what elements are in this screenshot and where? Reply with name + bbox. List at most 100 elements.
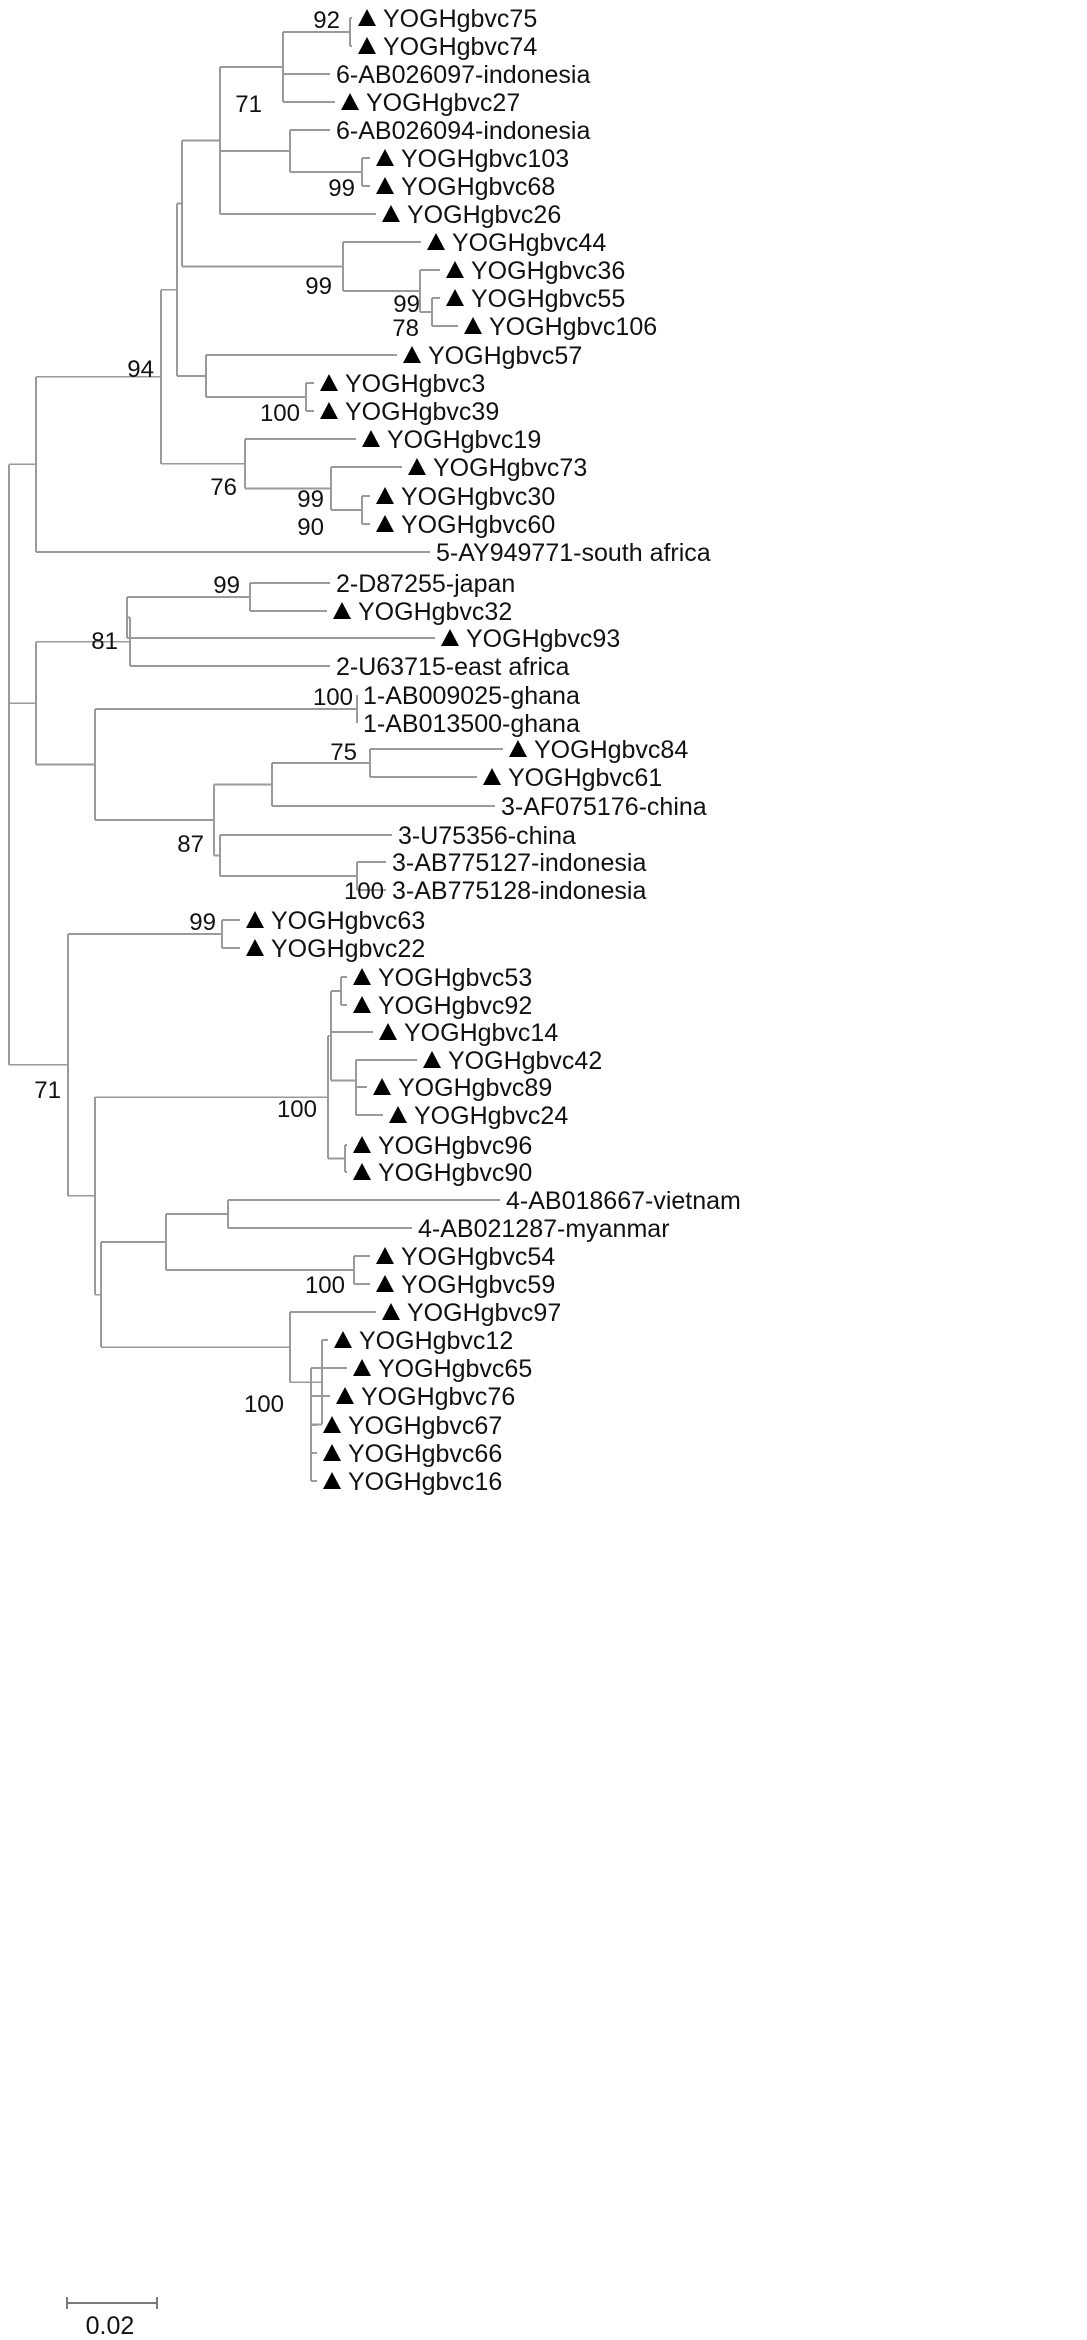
bootstrap-value: 100	[313, 684, 353, 711]
triangle-marker-icon	[353, 1136, 371, 1153]
triangle-marker-icon	[353, 1163, 371, 1180]
triangle-marker-icon	[323, 1472, 341, 1489]
leaf-label: YOGHgbvc53	[378, 964, 532, 992]
bootstrap-value: 99	[189, 909, 216, 936]
leaf-label: YOGHgbvc84	[534, 736, 688, 764]
triangle-marker-icon	[446, 289, 464, 306]
leaf-label: YOGHgbvc97	[407, 1299, 561, 1327]
leaf-label: YOGHgbvc90	[378, 1159, 532, 1187]
triangle-marker-icon	[320, 374, 338, 391]
tree-leaves: YOGHgbvc75YOGHgbvc746-AB026097-indonesia…	[246, 5, 741, 1496]
leaf-label: 1-AB013500-ghana	[363, 710, 580, 738]
bootstrap-value: 94	[127, 356, 154, 383]
bootstrap-value: 75	[330, 739, 357, 766]
leaf-label: YOGHgbvc42	[448, 1047, 602, 1075]
leaf-label: YOGHgbvc106	[489, 313, 657, 341]
leaf-label: YOGHgbvc32	[358, 598, 512, 626]
leaf-label: YOGHgbvc63	[271, 907, 425, 935]
tree-branches	[8, 17, 503, 1482]
leaf-label: YOGHgbvc19	[387, 426, 541, 454]
triangle-marker-icon	[376, 487, 394, 504]
bootstrap-value: 100	[260, 400, 300, 427]
leaf-label: YOGHgbvc65	[378, 1355, 532, 1383]
leaf-label: YOGHgbvc36	[471, 257, 625, 285]
leaf-label: YOGHgbvc73	[433, 454, 587, 482]
triangle-marker-icon	[320, 402, 338, 419]
leaf-label: YOGHgbvc30	[401, 483, 555, 511]
leaf-label: 2-D87255-japan	[336, 570, 515, 598]
leaf-label: YOGHgbvc27	[366, 89, 520, 117]
bootstrap-value: 99	[213, 572, 240, 599]
triangle-marker-icon	[376, 149, 394, 166]
triangle-marker-icon	[376, 1247, 394, 1264]
triangle-marker-icon	[403, 346, 421, 363]
triangle-marker-icon	[389, 1106, 407, 1123]
triangle-marker-icon	[353, 1359, 371, 1376]
triangle-marker-icon	[376, 1275, 394, 1292]
leaf-label: YOGHgbvc61	[508, 764, 662, 792]
bootstrap-value: 92	[313, 7, 340, 34]
bootstrap-value: 78	[392, 315, 419, 342]
triangle-marker-icon	[341, 93, 359, 110]
bootstrap-value: 99	[328, 175, 355, 202]
leaf-label: YOGHgbvc44	[452, 229, 606, 257]
leaf-label: YOGHgbvc12	[359, 1327, 513, 1355]
triangle-marker-icon	[334, 1331, 352, 1348]
leaf-label: YOGHgbvc74	[383, 33, 537, 61]
triangle-marker-icon	[382, 205, 400, 222]
bootstrap-value: 100	[244, 1391, 284, 1418]
leaf-label: YOGHgbvc16	[348, 1468, 502, 1496]
leaf-label: YOGHgbvc26	[407, 201, 561, 229]
triangle-marker-icon	[376, 177, 394, 194]
triangle-marker-icon	[246, 939, 264, 956]
triangle-marker-icon	[353, 996, 371, 1013]
leaf-label: 2-U63715-east africa	[336, 653, 570, 681]
triangle-marker-icon	[323, 1416, 341, 1433]
bootstrap-value: 99	[297, 486, 324, 513]
leaf-label: YOGHgbvc103	[401, 145, 569, 173]
scale-bar-label: 0.02	[86, 2312, 135, 2340]
leaf-label: YOGHgbvc75	[383, 5, 537, 33]
bootstrap-value: 100	[305, 1272, 345, 1299]
triangle-marker-icon	[446, 261, 464, 278]
triangle-marker-icon	[246, 911, 264, 928]
triangle-marker-icon	[427, 233, 445, 250]
bootstrap-value: 71	[34, 1077, 61, 1104]
leaf-label: YOGHgbvc22	[271, 935, 425, 963]
triangle-marker-icon	[333, 602, 351, 619]
bootstrap-value: 81	[91, 628, 118, 655]
leaf-label: 3-AF075176-china	[501, 793, 707, 821]
triangle-marker-icon	[373, 1078, 391, 1095]
bootstrap-value: 76	[210, 474, 237, 501]
triangle-marker-icon	[362, 430, 380, 447]
leaf-label: YOGHgbvc3	[345, 370, 485, 398]
triangle-marker-icon	[358, 37, 376, 54]
leaf-label: 4-AB021287-myanmar	[418, 1215, 670, 1243]
bootstrap-value: 99	[305, 273, 332, 300]
triangle-marker-icon	[336, 1387, 354, 1404]
leaf-label: YOGHgbvc68	[401, 173, 555, 201]
leaf-label: 3-AB775127-indonesia	[392, 849, 646, 877]
leaf-label: YOGHgbvc66	[348, 1440, 502, 1468]
bootstrap-value: 99	[393, 291, 420, 318]
triangle-marker-icon	[483, 768, 501, 785]
leaf-label: YOGHgbvc57	[428, 342, 582, 370]
leaf-label: 3-AB775128-indonesia	[392, 877, 646, 905]
triangle-marker-icon	[464, 317, 482, 334]
leaf-label: 1-AB009025-ghana	[363, 682, 580, 710]
triangle-marker-icon	[423, 1051, 441, 1068]
leaf-label: YOGHgbvc93	[466, 625, 620, 653]
leaf-label: YOGHgbvc14	[404, 1019, 558, 1047]
triangle-marker-icon	[509, 740, 527, 757]
leaf-label: YOGHgbvc55	[471, 285, 625, 313]
leaf-label: YOGHgbvc96	[378, 1132, 532, 1160]
leaf-label: YOGHgbvc67	[348, 1412, 502, 1440]
bootstrap-value: 90	[297, 514, 324, 541]
leaf-label: 5-AY949771-south africa	[436, 539, 711, 567]
triangle-marker-icon	[408, 458, 426, 475]
triangle-marker-icon	[323, 1444, 341, 1461]
triangle-marker-icon	[353, 968, 371, 985]
triangle-marker-icon	[358, 9, 376, 26]
leaf-label: 6-AB026094-indonesia	[336, 117, 590, 145]
